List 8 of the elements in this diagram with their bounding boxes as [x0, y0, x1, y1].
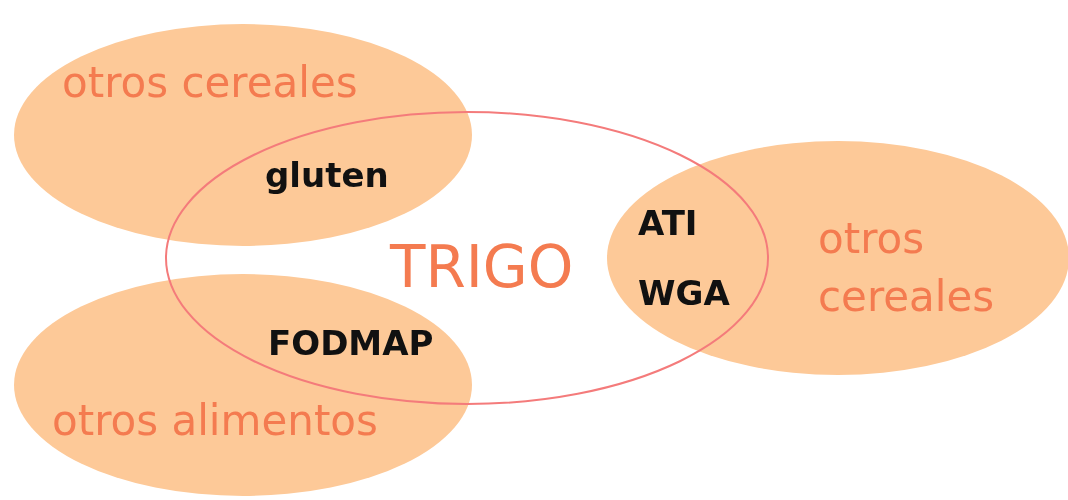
set-label: TRIGO — [390, 238, 574, 296]
overlap-label: FODMAP — [268, 326, 434, 360]
set-label: otros cereales — [818, 213, 996, 323]
set-label: otros alimentos — [52, 400, 378, 442]
overlap-label: WGA — [638, 276, 730, 310]
overlap-label: gluten — [265, 158, 389, 192]
overlap-label: ATI — [638, 206, 698, 240]
set-label: otros cereales — [62, 62, 358, 104]
